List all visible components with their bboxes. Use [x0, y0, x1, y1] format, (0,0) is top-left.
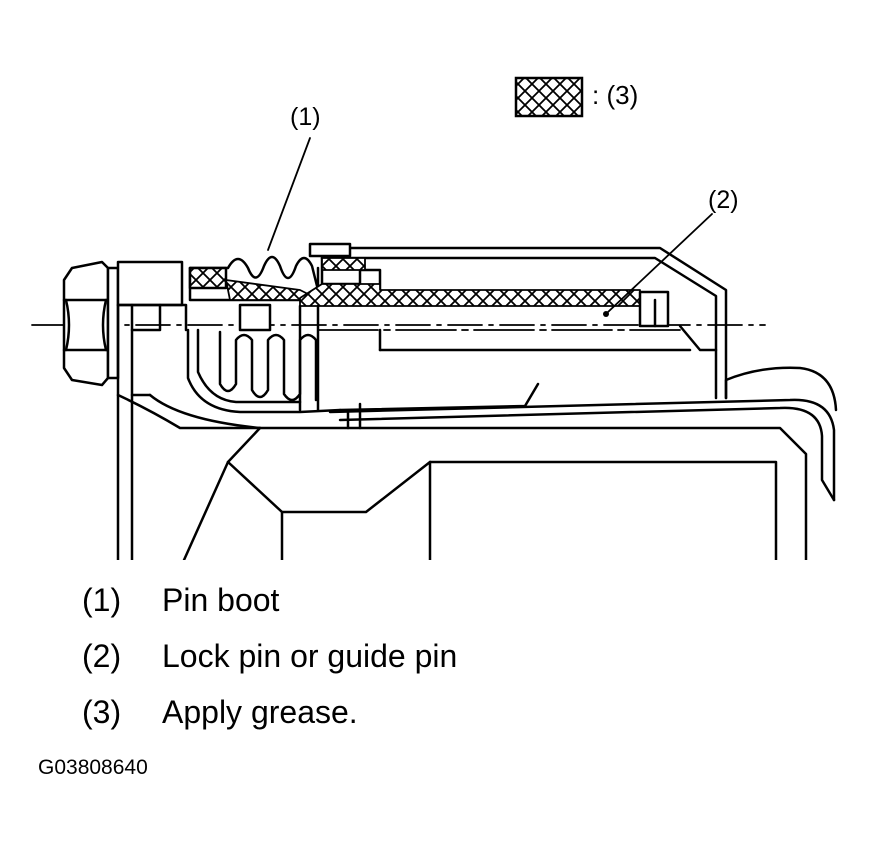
- legend-text: Lock pin or guide pin: [162, 638, 458, 674]
- legend-item: (2) Lock pin or guide pin: [82, 634, 457, 690]
- pin-boot: [186, 255, 342, 414]
- leader-line-1: [267, 137, 311, 251]
- caliper-housing: [299, 242, 728, 400]
- grease-swatch-icon: [514, 76, 584, 118]
- legend-number: (1): [82, 582, 122, 618]
- legend-text: Apply grease.: [162, 694, 358, 730]
- leader-line-2: [607, 213, 713, 313]
- caliper-body: [116, 366, 838, 560]
- legend-text: Pin boot: [162, 582, 280, 618]
- leader-dot-2: [603, 311, 609, 317]
- grease-key-label: : (3): [592, 80, 639, 110]
- legend-item: (3) Apply grease.: [82, 690, 457, 746]
- bolt-head: [62, 260, 120, 387]
- legend-item: (1) Pin boot: [82, 578, 457, 634]
- legend-number: (3): [82, 694, 122, 730]
- caliper-pin-drawing: (1) (2): [31, 76, 838, 560]
- callout-2: (2): [708, 186, 739, 214]
- legend-number: (2): [82, 638, 122, 674]
- callout-1: (1): [290, 103, 321, 131]
- figure-id: G03808640: [38, 756, 148, 779]
- bracket: [116, 260, 188, 560]
- legend-list: (1) Pin boot (2) Lock pin or guide pin (3)…: [82, 578, 457, 746]
